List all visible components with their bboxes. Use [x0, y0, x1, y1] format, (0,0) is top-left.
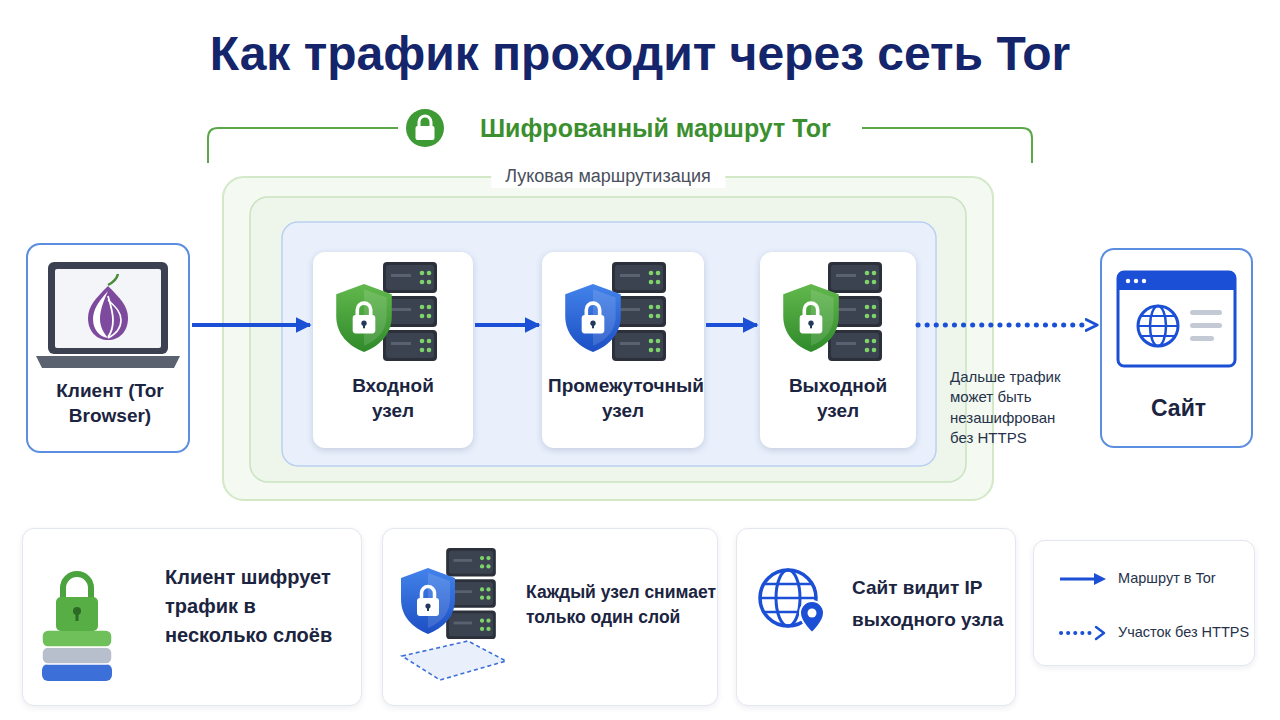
info-card: Сайт видит IP выходного узла	[736, 528, 1016, 706]
edge-note: Дальше трафик может быть незашифрован бе…	[950, 367, 1068, 448]
server-rack	[446, 548, 496, 639]
info-card: Каждый узел снимает только один слой	[382, 528, 718, 706]
server-rack	[383, 262, 437, 361]
server-rack	[828, 262, 882, 361]
lock-keyhole	[73, 607, 81, 615]
info-card: Клиент шифрует трафик в несколько слоёв	[22, 528, 362, 706]
legend-box: Маршрут в TorУчасток без HTTPS	[1033, 540, 1255, 666]
globe-latitude	[1138, 316, 1178, 336]
server-rack	[612, 262, 666, 361]
node-label: Сайт видит IP выходного узла	[852, 572, 1012, 637]
shield-icon	[783, 284, 839, 352]
shield-icon	[401, 568, 455, 634]
shield-icon	[565, 284, 621, 352]
globe-meridian	[1150, 306, 1166, 346]
content-line	[1190, 336, 1214, 341]
relay-node: Входной узел	[313, 252, 473, 448]
arrow-head-sample	[1094, 573, 1106, 585]
bracket-line	[862, 128, 1032, 163]
exit-relay-icon	[783, 262, 882, 361]
globe-latitude	[760, 584, 816, 612]
lock-body	[56, 597, 98, 631]
relay-node: Выходной узел	[760, 252, 916, 448]
location-pin-dot	[808, 609, 817, 618]
bracket-line	[208, 128, 398, 163]
shield-icon	[336, 284, 392, 352]
lock-shackle	[63, 574, 91, 600]
legend-item: Маршрут в Tor	[1034, 567, 1256, 591]
peel-layer-icon	[401, 548, 506, 680]
route-arrow	[475, 323, 539, 327]
globe-meridian	[776, 570, 800, 626]
laptop-base	[36, 356, 180, 368]
laptop-screen	[55, 269, 161, 348]
onion-stem	[108, 274, 118, 285]
lock-shackle	[419, 116, 431, 127]
legend-item: Участок без HTTPS	[1034, 621, 1256, 645]
bracket-lock-icon	[406, 109, 444, 147]
entry-relay-icon	[336, 262, 437, 361]
solid-line-sample	[1060, 578, 1096, 581]
node-label: Клиент шифрует трафик в несколько слоёв	[165, 563, 350, 650]
onion-middle-layer	[250, 197, 966, 482]
encryption-layers-icon	[42, 574, 112, 681]
content-line	[1190, 323, 1222, 328]
onion-inner-layer	[282, 222, 936, 466]
node-label: Входной узел	[338, 374, 448, 423]
route-arrow	[706, 323, 757, 327]
layer-slab	[42, 630, 112, 647]
onion-layer	[108, 296, 113, 337]
content-line	[1190, 310, 1222, 315]
node-label: Выходной узел	[783, 374, 893, 423]
lock-badge	[406, 109, 444, 147]
globe-outline	[760, 570, 816, 626]
unencrypted-arrow	[918, 323, 1086, 328]
node-label: Промежуточный узел	[548, 374, 698, 423]
legend-sample	[1058, 571, 1108, 587]
globe-outline	[1138, 306, 1178, 346]
client-box: Клиент (Tor Browser)	[26, 243, 190, 453]
laptop-bezel	[48, 262, 168, 354]
onion-layer	[108, 300, 121, 338]
browser-window	[1118, 272, 1235, 366]
browser-bar	[1118, 272, 1235, 290]
onion-routing-box: Луковая маршрутизацияВходной узелПромежу…	[222, 176, 994, 501]
layer-slab	[42, 664, 112, 681]
route-arrow	[192, 323, 310, 327]
node-label: Клиент (Tor Browser)	[40, 379, 180, 428]
legend-sample	[1058, 625, 1108, 641]
lock-keyhole	[76, 612, 79, 621]
middle-relay-icon	[565, 262, 666, 361]
browser-dot	[1142, 279, 1146, 283]
node-label: Луковая маршрутизация	[491, 165, 725, 188]
location-pin	[800, 601, 824, 633]
onion-bulb	[88, 286, 128, 340]
onion-fill	[222, 176, 994, 501]
globe-pin-icon	[760, 570, 824, 633]
laptop-icon	[36, 262, 180, 368]
onion-layer	[93, 291, 108, 338]
legend-label: Участок без HTTPS	[1118, 624, 1249, 640]
node-label: Сайт	[1102, 394, 1255, 424]
website-box: Сайт	[1100, 248, 1253, 448]
route-heading: Шифрованный маршрут Tor	[480, 113, 831, 143]
browser-dot	[1126, 279, 1130, 283]
node-label: Каждый узел снимает только один слой	[526, 580, 716, 631]
lock-body	[416, 126, 435, 140]
legend-label: Маршрут в Tor	[1118, 570, 1216, 586]
browser-dot	[1134, 279, 1138, 283]
diagram-title: Как трафик проходит через сеть Tor	[0, 24, 1280, 84]
peeled-layer	[402, 641, 506, 680]
dotted-line-sample	[1061, 631, 1092, 635]
browser-icon	[1118, 272, 1235, 366]
layer-slab	[42, 647, 112, 664]
relay-node: Промежуточный узел	[542, 252, 704, 448]
chevron-head-sample	[1096, 627, 1104, 639]
